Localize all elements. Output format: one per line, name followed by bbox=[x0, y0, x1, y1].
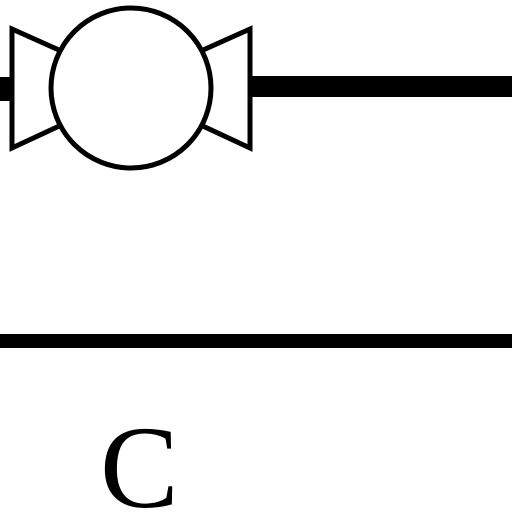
valve-ball bbox=[48, 5, 214, 171]
horizontal-line bbox=[0, 334, 512, 348]
diagram-label: C bbox=[100, 402, 179, 512]
pipe-line-right bbox=[248, 76, 512, 97]
ball-valve-icon bbox=[9, 5, 253, 171]
